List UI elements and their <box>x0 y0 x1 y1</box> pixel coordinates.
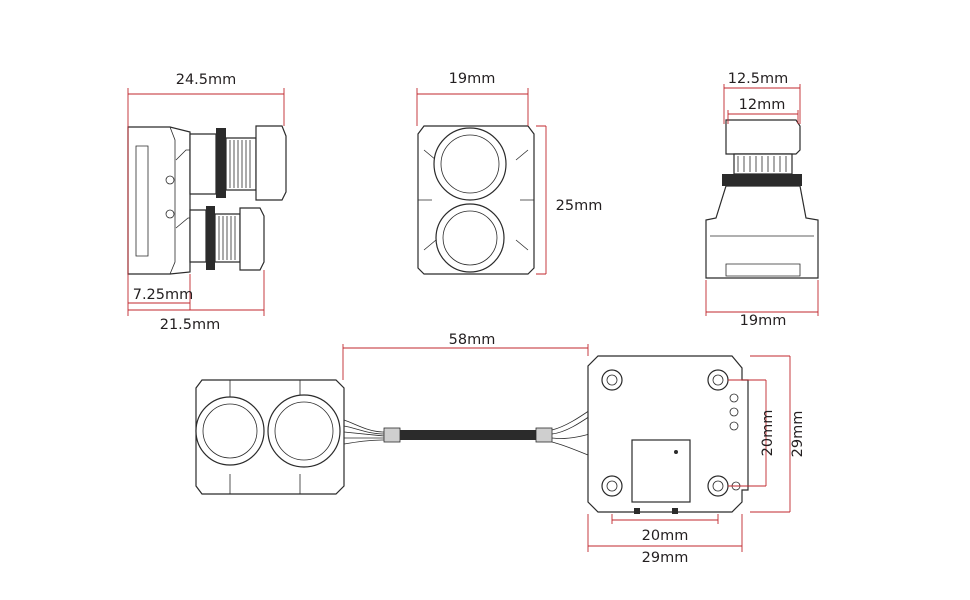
side-lens-offset-label: 7.25mm <box>133 287 194 303</box>
side-top-width-label: 24.5mm <box>176 72 237 88</box>
assembly-view: 58mm 20mm 29mm 20mm 29mm <box>195 332 806 566</box>
hole-spacing-horizontal-label: 20mm <box>642 528 689 544</box>
side-bottom-width-label: 21.5mm <box>160 317 221 333</box>
top-outer-lens-label: 12.5mm <box>728 71 789 87</box>
front-width-label: 19mm <box>449 71 496 87</box>
side-view: 24.5mm 7.25mm 21.5mm <box>127 72 287 333</box>
front-height-label: 25mm <box>556 198 603 214</box>
board-width-label: 29mm <box>642 550 689 566</box>
front-view: 19mm 25mm <box>416 71 603 275</box>
hole-spacing-vertical-label: 20mm <box>760 410 776 457</box>
top-base-width-label: 19mm <box>740 313 787 329</box>
board-height-label: 29mm <box>790 411 806 458</box>
top-view: 12.5mm 12mm 19mm <box>705 71 819 329</box>
top-inner-lens-label: 12mm <box>739 97 786 113</box>
cable-length-label: 58mm <box>449 332 496 348</box>
